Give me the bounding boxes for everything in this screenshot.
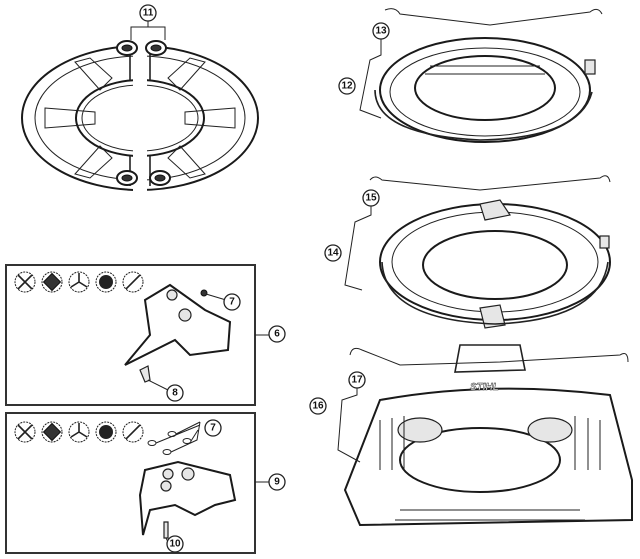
callout-15: 15 (362, 189, 380, 207)
guard-plate-part-12 (374, 8, 603, 143)
callout-9: 9 (268, 473, 286, 491)
callout-14: 14 (324, 244, 342, 262)
callout-8: 8 (166, 384, 184, 402)
two-blade-icon (122, 271, 144, 293)
callout-7-b: 7 (204, 419, 222, 437)
svg-text:13: 13 (375, 26, 387, 37)
guard-bracket-part-9 (138, 460, 237, 536)
svg-text:15: 15 (365, 193, 377, 204)
washers-part-7 (147, 421, 201, 455)
three-blade-icon (68, 421, 90, 443)
svg-text:11: 11 (143, 8, 154, 19)
square-blade-icon (41, 271, 63, 293)
mower-blade-4-icon (14, 271, 36, 293)
svg-text:6: 6 (274, 329, 280, 340)
two-blade-icon (122, 421, 144, 443)
kit-box-9 (5, 412, 256, 554)
guard-plate-part-14 (369, 175, 611, 329)
callout-10: 10 (166, 535, 184, 553)
svg-text:7: 7 (229, 297, 235, 308)
svg-text:14: 14 (327, 248, 339, 259)
callout-12: 12 (338, 77, 356, 95)
disc-icon (95, 271, 117, 293)
washer-part-7 (200, 289, 208, 297)
screw-part-10 (163, 521, 169, 539)
svg-text:12: 12 (341, 81, 353, 92)
callout-13: 13 (372, 22, 390, 40)
callout-6: 6 (268, 325, 286, 343)
stihl-brand-mark: STIHL (470, 382, 499, 393)
callout-16: 16 (309, 397, 327, 415)
callout-7-a: 7 (223, 293, 241, 311)
tool-icons-row-2 (14, 421, 144, 443)
svg-text:10: 10 (169, 539, 181, 550)
mower-blade-4-icon (14, 421, 36, 443)
tool-icons-row-1 (14, 271, 144, 293)
disc-icon (95, 421, 117, 443)
screw-part-8 (139, 365, 151, 383)
guard-housing-part-16: STIHL (343, 344, 633, 527)
three-blade-icon (68, 271, 90, 293)
svg-text:17: 17 (351, 375, 363, 386)
square-blade-icon (41, 421, 63, 443)
callout-11: 11 (139, 4, 157, 22)
svg-text:9: 9 (274, 477, 280, 488)
svg-text:7: 7 (210, 423, 216, 434)
svg-text:8: 8 (172, 388, 178, 399)
svg-text:16: 16 (312, 401, 324, 412)
callout-17: 17 (348, 371, 366, 389)
split-guard-ring-part-11 (21, 40, 259, 200)
guard-bracket-part-6 (124, 283, 232, 366)
